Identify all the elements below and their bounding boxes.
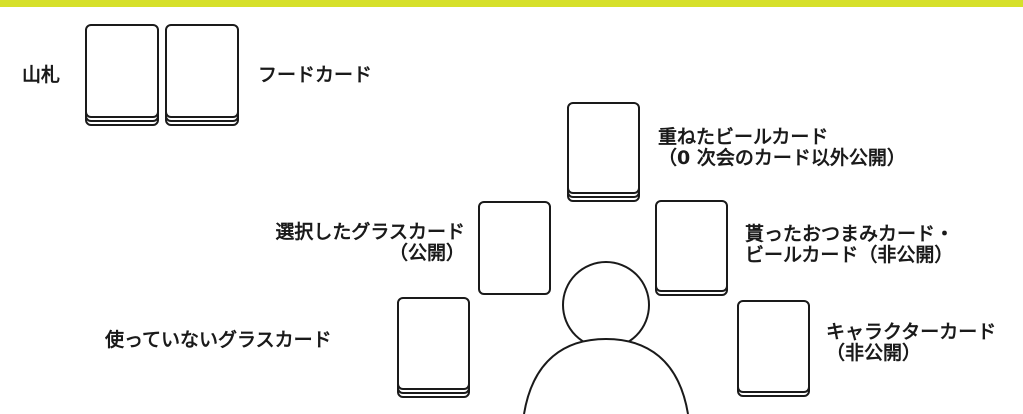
top-accent-bar xyxy=(0,0,1023,7)
selected-glass-card-label: 選択したグラスカード （公開） xyxy=(275,222,465,264)
received-card-label: 貰ったおつまみカード・ ビールカード（非公開） xyxy=(745,224,954,266)
received-label-line1: 貰ったおつまみカード・ xyxy=(745,223,955,245)
selected-glass-label-line2: （公開） xyxy=(388,242,465,264)
food-pile-card xyxy=(165,24,239,126)
unused-glass-card-label: 使っていないグラスカード xyxy=(105,329,332,351)
stacked-beer-card xyxy=(567,102,640,202)
character-card xyxy=(737,300,810,397)
selected-glass-label-line1: 選択したグラスカード xyxy=(275,221,465,243)
stacked-beer-label-line2: （0 次会のカード以外公開） xyxy=(658,147,906,169)
food-card-label: フードカード xyxy=(258,64,373,86)
deck-pile-card xyxy=(85,24,159,126)
character-label-line1: キャラクターカード xyxy=(826,321,997,343)
stacked-beer-card-label: 重ねたビールカード （0 次会のカード以外公開） xyxy=(658,127,906,169)
received-card xyxy=(655,200,728,296)
received-label-line2: ビールカード（非公開） xyxy=(745,244,954,266)
character-card-label: キャラクターカード （非公開） xyxy=(826,322,996,364)
unused-glass-card xyxy=(397,297,470,398)
deck-label: 山札 xyxy=(22,64,61,86)
stacked-beer-label-line1: 重ねたビールカード xyxy=(658,126,829,148)
selected-glass-card xyxy=(478,201,551,295)
character-label-line2: （非公開） xyxy=(826,342,922,364)
player-icon xyxy=(523,261,689,414)
